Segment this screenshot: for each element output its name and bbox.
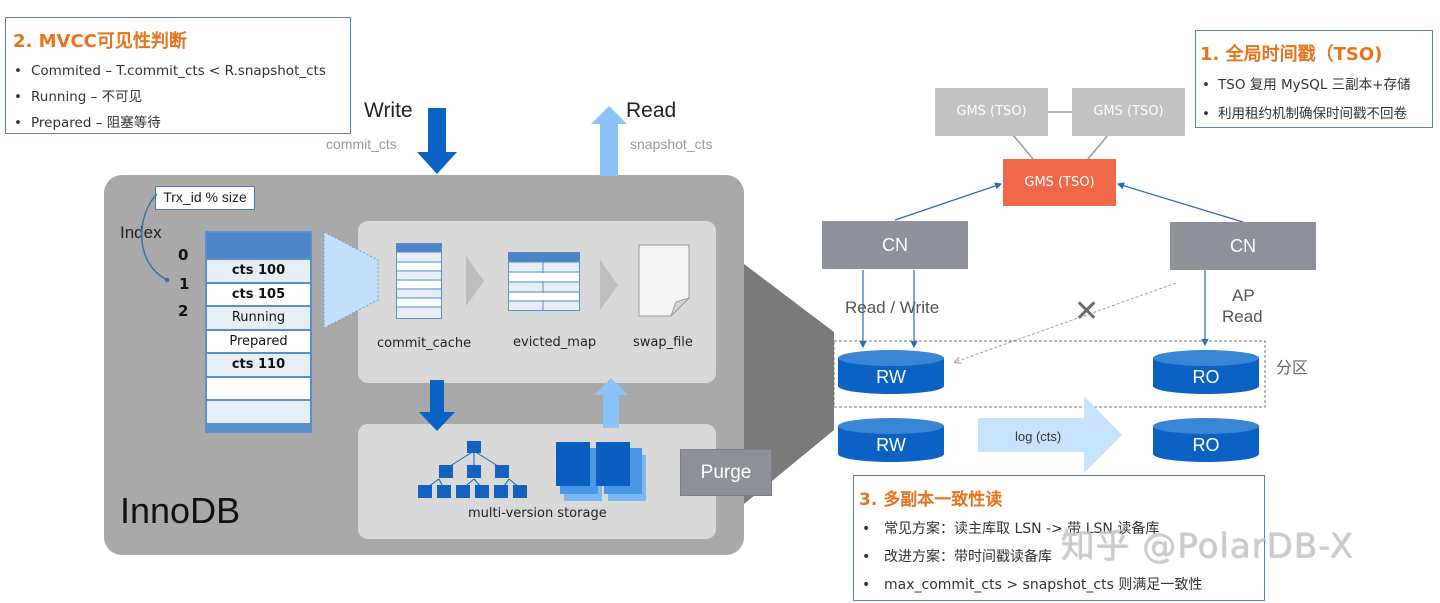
commit-cache-table-icon <box>396 243 442 319</box>
chevron-right-icon <box>466 256 484 306</box>
ap-label: AP <box>1232 286 1255 305</box>
read-label: Read <box>626 99 677 122</box>
index-label: Index <box>120 223 162 242</box>
table-row: Prepared <box>207 328 310 352</box>
table-row: cts 105 <box>207 281 310 305</box>
table-row <box>207 375 310 399</box>
blocked-x-icon: ✕ <box>1074 294 1100 329</box>
gms-follower-node: GMS (TSO) <box>935 88 1048 136</box>
list-item: Prepared – 阻塞等待 <box>6 114 326 140</box>
consistent-read-title: 3. 多副本一致性读 <box>859 490 1003 510</box>
funnel-shape <box>323 231 379 329</box>
ro-disk-label: RO <box>1192 367 1220 387</box>
storage-panel <box>358 424 716 539</box>
tso-callout: 1. 全局时间戳（TSO) TSO 复用 MySQL 三副本+存储 利用租约机制… <box>1195 30 1433 128</box>
rw-disk-icon <box>838 350 944 394</box>
commit-table-header <box>207 233 310 258</box>
table-row <box>207 399 310 423</box>
ro-disk-label: RO <box>1192 435 1220 455</box>
consistent-read-callout: 3. 多副本一致性读 常见方案：读主库取 LSN -> 带 LSN 读备库 改进… <box>853 475 1265 601</box>
tso-callout-title: 1. 全局时间戳（TSO) <box>1200 44 1383 65</box>
partition-label: 分区 <box>1276 358 1309 377</box>
down-arrow-icon <box>419 380 455 431</box>
tso-points-list: TSO 复用 MySQL 三副本+存储 利用租约机制确保时间戳不回卷 <box>1196 76 1410 134</box>
mvcc-visibility-callout: 2. MVCC可见性判断 Commited – T.commit_cts < R… <box>5 17 351 134</box>
log-cts-label: log (cts) <box>1015 429 1062 444</box>
up-arrow-icon <box>594 378 628 428</box>
ro-disk-icon <box>1153 418 1259 462</box>
table-row: Running <box>207 305 310 329</box>
version-pages-icon <box>556 442 646 501</box>
list-item: 常见方案：读主库取 LSN -> 带 LSN 读备库 <box>854 520 1202 548</box>
index-number: 2 <box>178 302 189 320</box>
cn-node: CN <box>822 221 968 269</box>
mvcc-callout-title: 2. MVCC可见性判断 <box>13 31 187 52</box>
chevron-right-icon <box>600 260 618 310</box>
watermark: 知乎 @PolarDB-X <box>1060 526 1354 566</box>
btree-index-icon <box>418 441 527 498</box>
table-row: cts 110 <box>207 352 310 376</box>
index-pointer-arrow-icon <box>140 193 170 283</box>
commit-cts-label: commit_cts <box>326 136 397 152</box>
swap-file-label: swap_file <box>633 335 693 350</box>
evicted-map-table-icon <box>508 252 580 311</box>
cn-node: CN <box>1170 222 1316 270</box>
evicted-map-label: evicted_map <box>513 335 597 350</box>
multi-version-storage-label: multi-version storage <box>468 506 607 521</box>
gms-follower-node: GMS (TSO) <box>1072 88 1185 136</box>
write-arrow-icon <box>417 108 457 174</box>
list-item: max_commit_cts > snapshot_cts 则满足一致性 <box>854 576 1202 603</box>
list-item: 改进方案：带时间戳读备库 <box>854 548 1202 576</box>
table-row: cts 100 <box>207 258 310 282</box>
read-write-label: Read / Write <box>845 298 940 317</box>
purge-block: Purge <box>680 449 772 496</box>
index-number: 0 <box>178 246 189 264</box>
list-item: 利用租约机制确保时间戳不回卷 <box>1196 105 1410 134</box>
list-item: TSO 复用 MySQL 三副本+存储 <box>1196 76 1410 105</box>
zoom-connector-shape <box>744 264 834 504</box>
mvcc-rules-list: Commited – T.commit_cts < R.snapshot_cts… <box>6 62 326 140</box>
gms-leader-node: GMS (TSO) <box>1003 159 1116 206</box>
list-item: Running – 不可见 <box>6 88 326 114</box>
rw-disk-label: RW <box>876 435 906 455</box>
consistent-read-list: 常见方案：读主库取 LSN -> 带 LSN 读备库 改进方案：带时间戳读备库 … <box>854 520 1202 603</box>
snapshot-cts-label: snapshot_cts <box>630 136 713 152</box>
swap-file-document-icon <box>638 244 690 317</box>
rw-disk-label: RW <box>876 367 906 387</box>
log-replication-arrow-icon <box>978 396 1122 473</box>
commit-cache-label: commit_cache <box>377 336 472 351</box>
list-item: Commited – T.commit_cts < R.snapshot_cts <box>6 62 326 88</box>
innodb-title: InnoDB <box>120 490 241 531</box>
rw-disk-icon <box>838 418 944 462</box>
ro-disk-icon <box>1153 350 1259 394</box>
ap-read-label: Read <box>1222 307 1263 326</box>
read-arrow-icon <box>591 106 627 176</box>
write-label: Write <box>364 99 413 122</box>
hash-function-label: Trx_id % size <box>155 186 255 210</box>
index-number: 1 <box>179 275 190 293</box>
